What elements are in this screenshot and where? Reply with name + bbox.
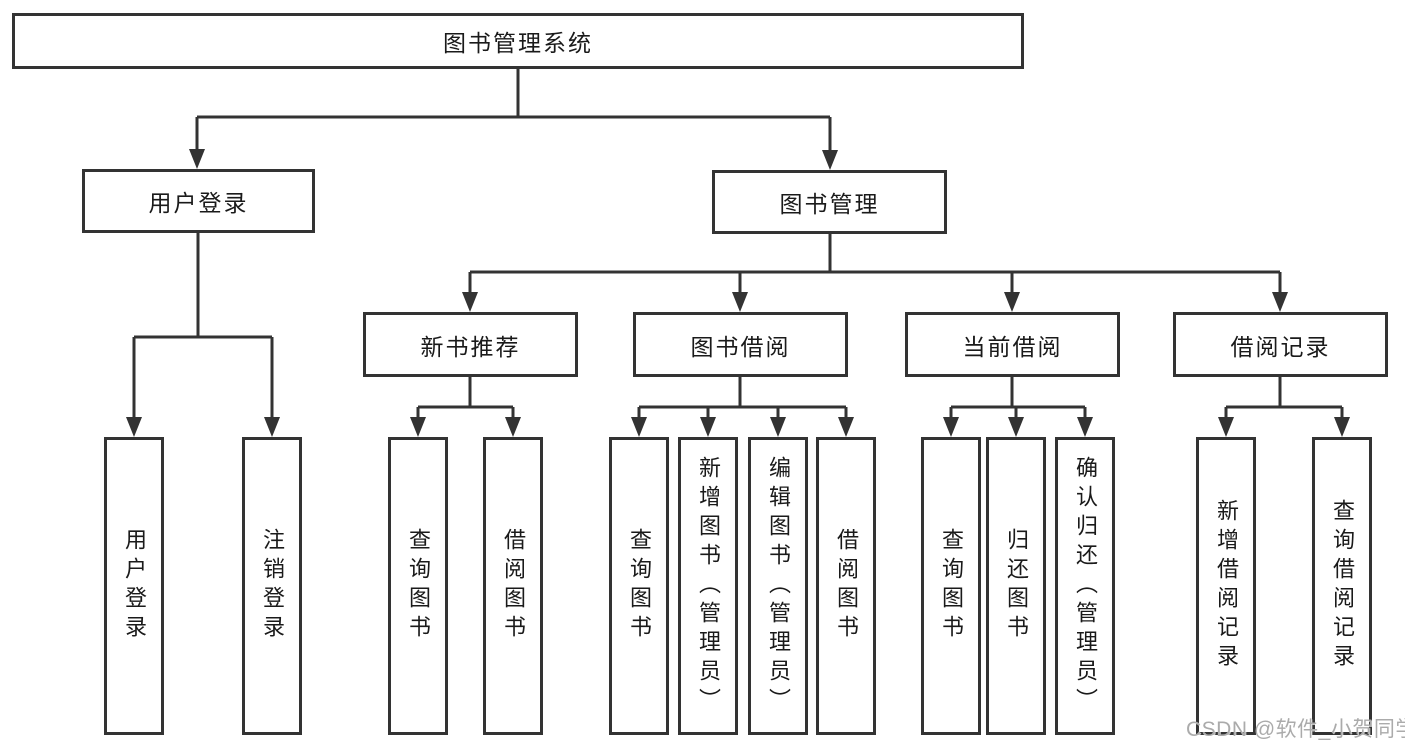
leaf-current-query-book: 查询图书 [921,437,981,735]
arrowhead [462,292,478,312]
node-new-book-recommend-label: 新书推荐 [420,333,521,360]
node-current-borrow: 当前借阅 [905,312,1120,377]
connector-line [195,69,832,153]
leaf-recommend-query-book-label: 查询图书 [406,528,431,644]
arrowhead [943,417,959,437]
leaf-borrow-query-book-label: 查询图书 [627,528,652,644]
leaf-borrow-edit-book-admin: 编辑图书（管理员） [748,437,808,735]
arrowhead [1004,292,1020,312]
leaf-borrow-borrow-book-label: 借阅图书 [834,528,859,644]
arrowhead [700,417,716,437]
leaf-borrow-borrow-book: 借阅图书 [816,437,876,735]
arrowhead [126,417,142,437]
arrowhead [838,417,854,437]
leaf-user-login-label: 用户登录 [122,528,147,644]
node-book-borrow-label: 图书借阅 [690,333,791,360]
connector-book-management-to-level3 [462,234,1288,312]
connector-current-borrow-to-leaves [943,377,1093,437]
connector-borrow-record-to-leaves [1218,377,1350,437]
connector-line [416,377,515,420]
arrowhead [505,417,521,437]
leaf-current-return-book-label: 归还图书 [1004,528,1029,644]
connector-line [132,233,274,420]
leaf-recommend-borrow-book: 借阅图书 [483,437,543,735]
node-user-login: 用户登录 [82,169,315,233]
connector-line [637,377,848,420]
leaf-recommend-borrow-book-label: 借阅图书 [501,528,526,644]
leaf-borrow-edit-book-admin-label: 编辑图书（管理员） [766,455,791,717]
leaf-borrow-add-book-admin-label: 新增图书（管理员） [696,455,721,717]
connector-book-borrow-to-leaves [631,377,854,437]
arrowhead [1077,417,1093,437]
connector-user-login-to-leaves [126,233,280,437]
node-root: 图书管理系统 [12,13,1024,69]
arrowhead [770,417,786,437]
arrowhead [631,417,647,437]
arrowhead [1218,417,1234,437]
leaf-record-query-record-label: 查询借阅记录 [1330,499,1355,673]
node-book-borrow: 图书借阅 [633,312,848,377]
connector-line [949,377,1087,420]
connector-line [468,234,1282,295]
connector-root-to-level2 [189,69,838,170]
node-borrow-record-label: 借阅记录 [1230,333,1331,360]
connector-line [1224,377,1344,420]
leaf-recommend-query-book: 查询图书 [388,437,448,735]
leaf-record-add-record-label: 新增借阅记录 [1214,499,1239,673]
leaf-current-return-book: 归还图书 [986,437,1046,735]
arrowhead [822,150,838,170]
leaf-current-confirm-return-admin-label: 确认归还（管理员） [1073,455,1098,717]
arrowhead [1008,417,1024,437]
node-root-label: 图书管理系统 [443,30,593,56]
leaf-borrow-add-book-admin: 新增图书（管理员） [678,437,738,735]
leaf-record-add-record: 新增借阅记录 [1196,437,1256,735]
connector-new-book-recommend-to-leaves [410,377,521,437]
csdn-watermark: CSDN @软件_小贺同学 [1186,718,1405,741]
leaf-logout-label: 注销登录 [260,528,285,644]
arrowhead [410,417,426,437]
leaf-borrow-query-book: 查询图书 [609,437,669,735]
arrowhead [1334,417,1350,437]
arrowhead [264,417,280,437]
node-borrow-record: 借阅记录 [1173,312,1388,377]
arrowhead [1272,292,1288,312]
leaf-record-query-record: 查询借阅记录 [1312,437,1372,735]
leaf-current-query-book-label: 查询图书 [939,528,964,644]
node-current-borrow-label: 当前借阅 [962,333,1063,360]
leaf-logout: 注销登录 [242,437,302,735]
arrowhead [189,149,205,169]
node-book-management-label: 图书管理 [779,191,880,217]
node-new-book-recommend: 新书推荐 [363,312,578,377]
leaf-current-confirm-return-admin: 确认归还（管理员） [1055,437,1115,735]
node-user-login-label: 用户登录 [148,190,249,216]
arrowhead [732,292,748,312]
leaf-user-login: 用户登录 [104,437,164,735]
node-book-management: 图书管理 [712,170,947,234]
